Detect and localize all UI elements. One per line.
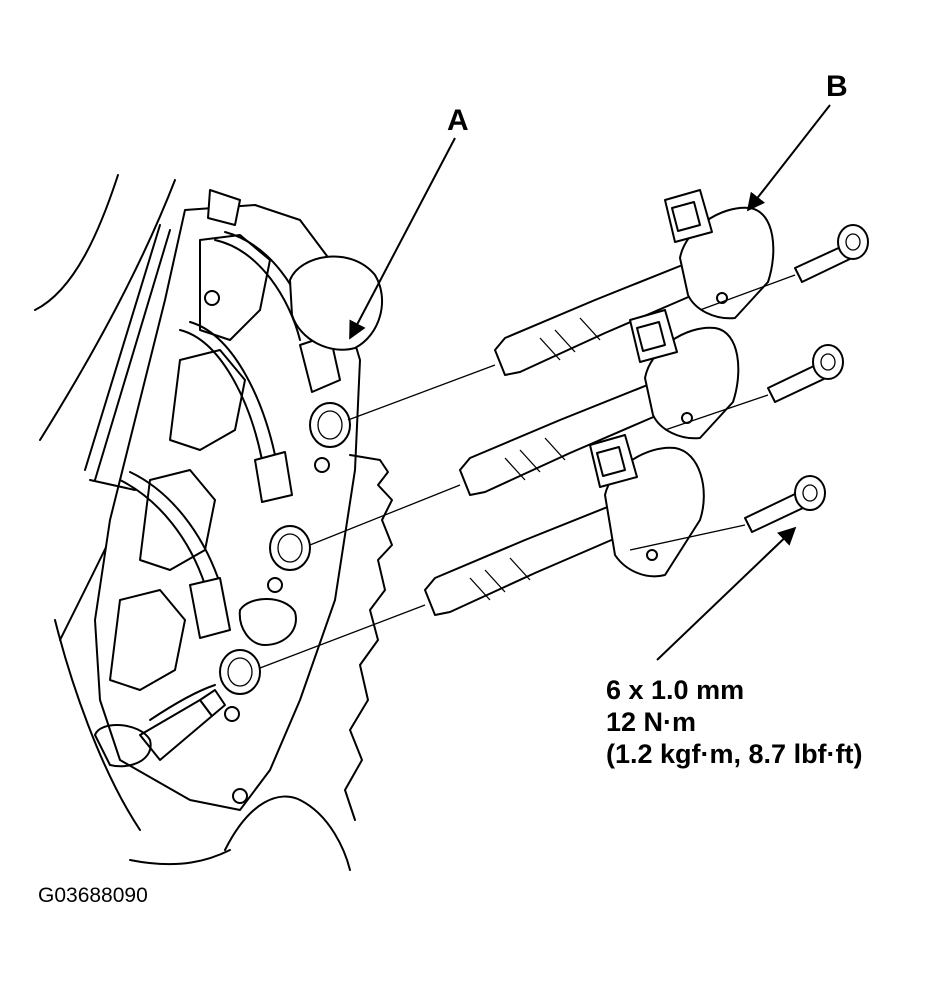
cylinder-head [34, 174, 393, 871]
ignition-coil-3 [424, 434, 705, 616]
leader-arrow-bolt [656, 526, 797, 661]
leader-arrow-a [349, 137, 456, 340]
ignition-coil-1 [494, 189, 775, 376]
bolt-torque-spec: 12 N·m [606, 707, 697, 737]
figure-id: G03688090 [38, 884, 148, 907]
label-a: A [447, 104, 469, 137]
label-b: B [826, 70, 848, 103]
ignition-coil-2 [459, 309, 740, 496]
bolt-2 [767, 344, 844, 403]
alignment-lines [259, 274, 796, 669]
bolt-3 [744, 475, 826, 533]
leader-arrow-b [746, 104, 831, 212]
bolt-torque-alt-spec: (1.2 kgf·m, 8.7 lbf·ft) [606, 739, 863, 769]
bolt-1 [794, 224, 869, 283]
bolt-thread-spec: 6 x 1.0 mm [606, 675, 745, 705]
